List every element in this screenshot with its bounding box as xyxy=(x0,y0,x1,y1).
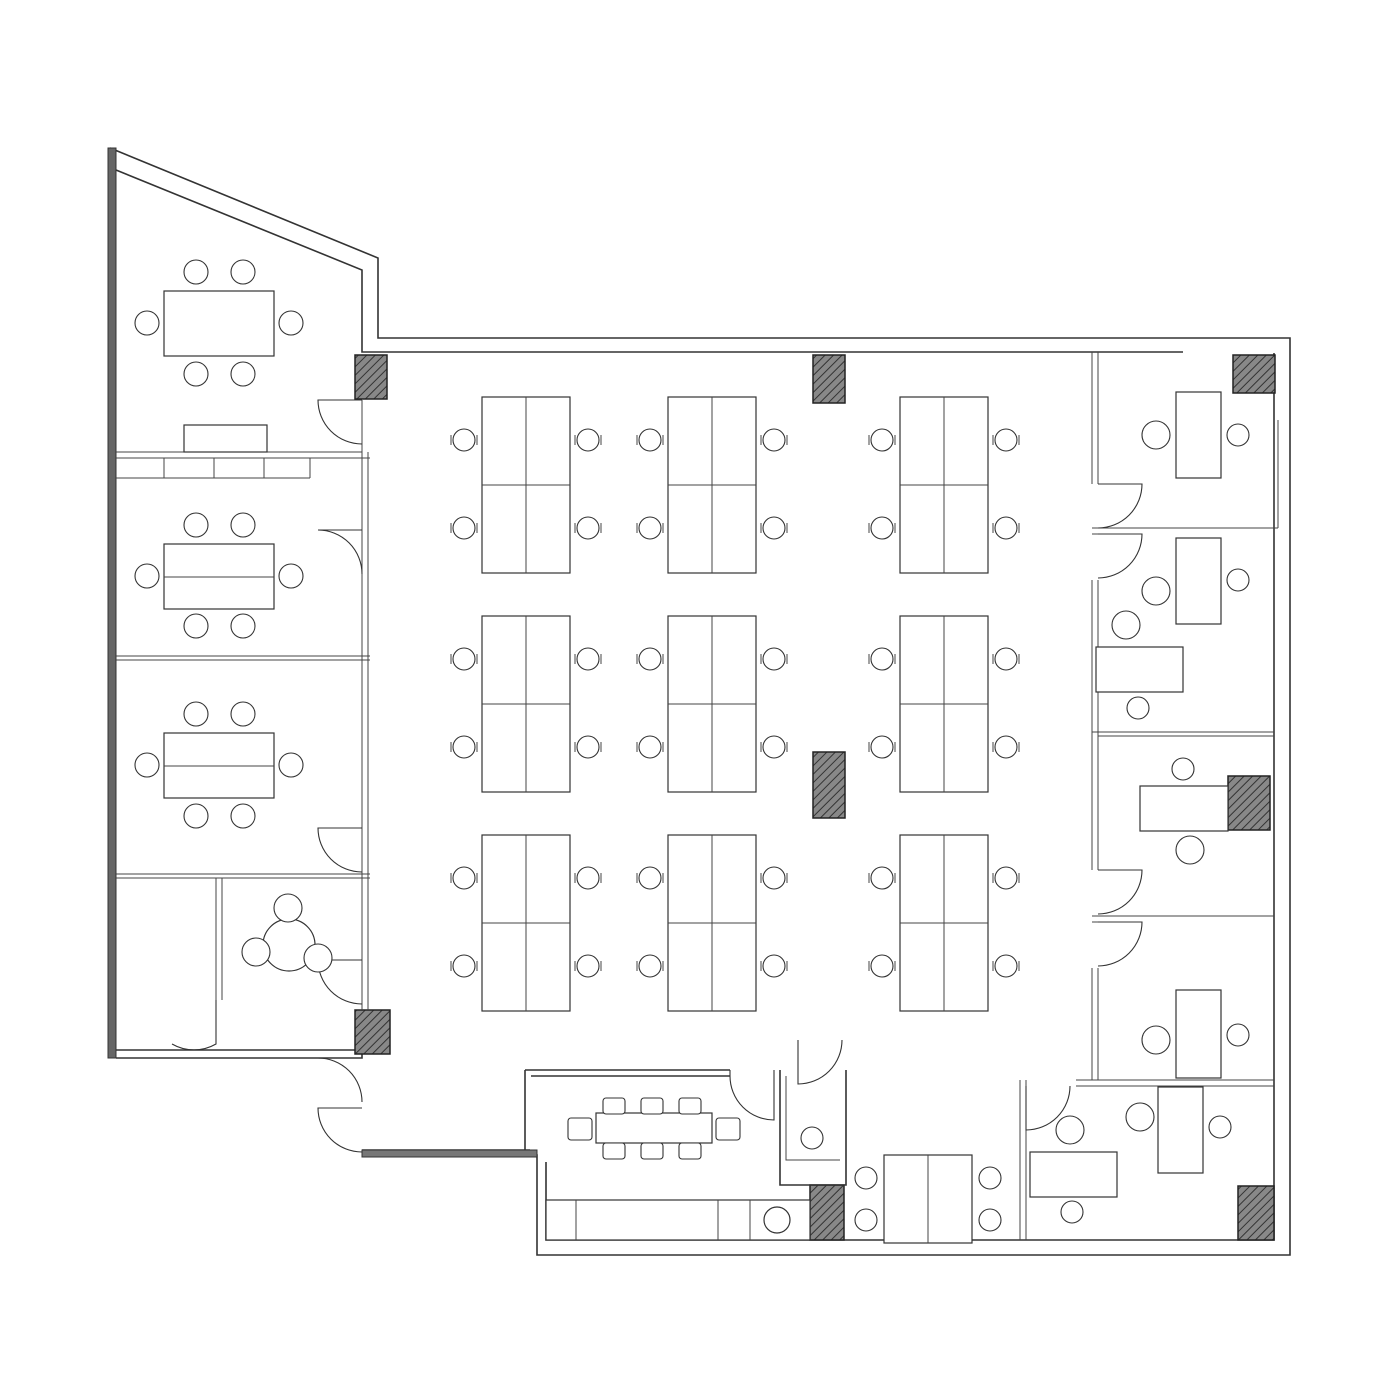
task-chair xyxy=(576,647,600,671)
workstation-cluster xyxy=(450,615,602,793)
task-chair xyxy=(870,516,894,540)
task-chair xyxy=(994,954,1018,978)
task-chair xyxy=(870,866,894,890)
task-chair xyxy=(638,516,662,540)
task-chair xyxy=(638,428,662,452)
task-chair xyxy=(638,735,662,759)
structural-columns xyxy=(354,354,1276,1241)
task-chair xyxy=(994,516,1018,540)
meeting-room-2 xyxy=(134,701,304,829)
task-chair xyxy=(762,735,786,759)
private-office-2 xyxy=(1095,537,1250,720)
task-chair xyxy=(452,954,476,978)
chair-group xyxy=(134,259,304,387)
workstation-cluster xyxy=(636,396,788,574)
workstation-cluster xyxy=(868,834,1020,1012)
meeting-room-1 xyxy=(134,512,304,639)
task-chair xyxy=(576,516,600,540)
east-doors xyxy=(1025,483,1143,1131)
reception-desk xyxy=(854,1154,1002,1244)
task-chair xyxy=(870,647,894,671)
task-chair xyxy=(994,866,1018,890)
task-chair xyxy=(452,735,476,759)
lounge-room xyxy=(241,893,333,973)
task-chair xyxy=(452,647,476,671)
east-partitions xyxy=(1019,352,1279,1240)
task-chair xyxy=(870,428,894,452)
task-chair xyxy=(576,735,600,759)
task-chair xyxy=(762,866,786,890)
private-office-4 xyxy=(1141,989,1250,1079)
task-chair xyxy=(870,954,894,978)
west-room-partitions xyxy=(116,400,370,1010)
task-chair xyxy=(994,647,1018,671)
workstation-cluster xyxy=(636,615,788,793)
task-chair xyxy=(452,866,476,890)
chair-group xyxy=(567,1097,741,1160)
workstation-cluster xyxy=(868,396,1020,574)
task-chair xyxy=(762,516,786,540)
task-chair xyxy=(638,954,662,978)
task-chair xyxy=(994,735,1018,759)
private-office-3 xyxy=(1139,757,1229,865)
storage-room xyxy=(779,1039,847,1186)
task-chair xyxy=(762,954,786,978)
task-chair xyxy=(762,428,786,452)
task-chair xyxy=(638,866,662,890)
task-chair xyxy=(452,516,476,540)
workstation-cluster xyxy=(636,834,788,1012)
task-chair xyxy=(638,647,662,671)
task-chair xyxy=(994,428,1018,452)
conference-room-nw xyxy=(134,259,304,387)
workstation-cluster xyxy=(450,396,602,574)
open-office xyxy=(450,396,1020,1012)
task-chair xyxy=(762,647,786,671)
private-office-5 xyxy=(1029,1086,1232,1224)
task-chair xyxy=(576,428,600,452)
private-office-1 xyxy=(1141,391,1250,479)
task-chair xyxy=(576,954,600,978)
workstation-cluster xyxy=(868,615,1020,793)
task-chair xyxy=(576,866,600,890)
task-chair xyxy=(452,428,476,452)
kitchen-break-room xyxy=(524,1069,811,1241)
task-chair xyxy=(870,735,894,759)
workstation-cluster xyxy=(450,834,602,1012)
